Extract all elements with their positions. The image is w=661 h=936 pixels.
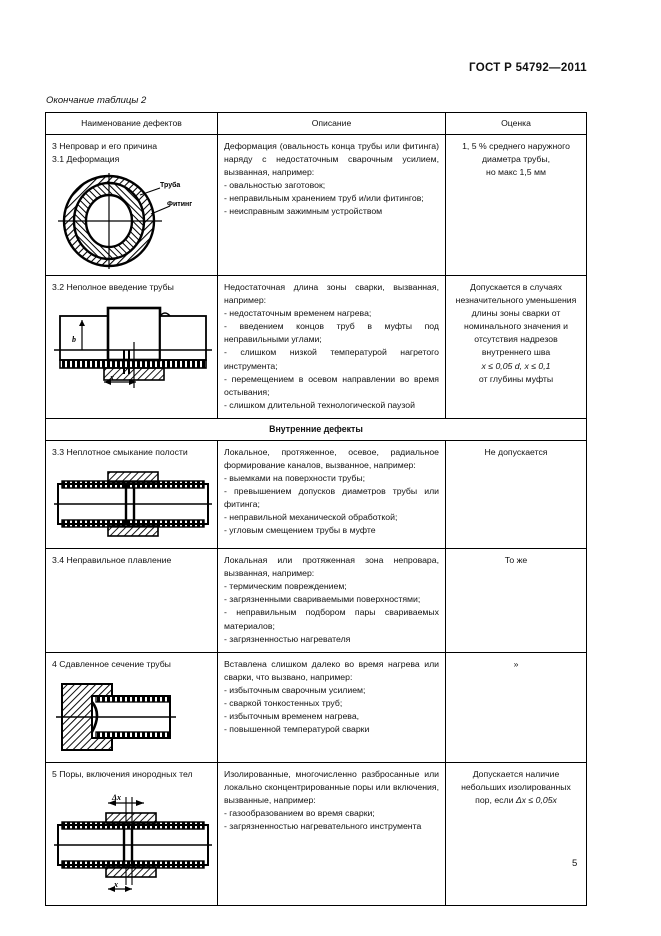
figure-pipe-fitting-cross-section: Труба Фитинг bbox=[52, 173, 212, 270]
column-header-name: Наименование дефектов bbox=[45, 112, 218, 135]
table-row: 3 Непровар и его причина 3.1 Деформация bbox=[45, 133, 587, 277]
table-row: 3.2 Неполное введение трубы bbox=[45, 275, 587, 419]
defect-description-cell: Деформация (овальность конца трубы или ф… bbox=[217, 133, 446, 277]
section-heading-label: Внутренние дефекты bbox=[45, 417, 587, 441]
figure-label-delta-x: Δx bbox=[111, 793, 121, 802]
defects-table: Наименование дефектов Описание Оценка 3 … bbox=[45, 112, 587, 906]
table-row: 3.3 Неплотное смыкание полости bbox=[45, 439, 587, 550]
figure-pores-foreign-inclusions: Δx bbox=[52, 789, 212, 899]
standard-number-header: ГОСТ Р 54792—2011 bbox=[469, 62, 587, 74]
column-header-evaluation: Оценка bbox=[445, 112, 587, 135]
defect-name-cell: 3.4 Неправильное плавление bbox=[45, 548, 218, 653]
defect-name-line-1: 3.4 Неправильное плавление bbox=[52, 555, 172, 566]
defect-evaluation-cell: То же bbox=[445, 548, 587, 653]
defect-description-cell: Локальное, протяженное, осевое, радиальн… bbox=[217, 439, 446, 550]
defect-name-cell: 3.2 Неполное введение трубы bbox=[45, 275, 218, 419]
section-heading-row: Внутренние дефекты bbox=[45, 417, 587, 441]
figure-label-fitting: Фитинг bbox=[167, 201, 192, 208]
defect-evaluation-cell: 1, 5 % среднего наружного диаметра трубы… bbox=[445, 133, 587, 277]
table-caption: Окончание таблицы 2 bbox=[46, 95, 147, 106]
evaluation-text: Допускается наличие небольших изолирован… bbox=[461, 769, 571, 806]
defect-evaluation-cell: » bbox=[445, 651, 587, 764]
figure-label-pipe: Труба bbox=[160, 181, 180, 189]
defect-evaluation-cell: Не допускается bbox=[445, 439, 587, 550]
defect-name-line-1: 5 Поры, включения инородных тел bbox=[52, 769, 193, 780]
page-number: 5 bbox=[572, 858, 578, 869]
evaluation-tail: от глубины муфты bbox=[478, 373, 554, 384]
figure-label-dim-x: x bbox=[113, 880, 118, 889]
defect-description-cell: Вставлена слишком далеко во время нагрев… bbox=[217, 651, 446, 764]
defect-evaluation-cell: Допускается в случаях незначительного ум… bbox=[445, 275, 587, 419]
defect-name-line-1: 3.3 Неплотное смыкание полости bbox=[52, 446, 188, 457]
defect-name-cell: 3 Непровар и его причина 3.1 Деформация bbox=[45, 133, 218, 277]
defect-name-line-2: 3.1 Деформация bbox=[52, 153, 120, 164]
defect-evaluation-cell: Допускается наличие небольших изолирован… bbox=[445, 762, 587, 906]
table-row: 3.4 Неправильное плавление Локальная или… bbox=[45, 548, 587, 653]
figure-label-dim-b: b bbox=[72, 335, 76, 344]
evaluation-formula: x ≤ 0,05 d, x ≤ 0,1 bbox=[481, 360, 551, 371]
defect-description-cell: Локальная или протяженная зона непровара… bbox=[217, 548, 446, 653]
table-header-row: Наименование дефектов Описание Оценка bbox=[45, 112, 587, 135]
figure-compressed-pipe-section bbox=[52, 678, 211, 756]
defect-name-cell: 3.3 Неплотное смыкание полости bbox=[45, 439, 218, 550]
column-header-description: Описание bbox=[217, 112, 446, 135]
defect-name-line-1: 4 Сдавленное сечение трубы bbox=[52, 658, 171, 669]
table-row: 4 Сдавленное сечение трубы bbox=[45, 651, 587, 764]
defect-name-line-1: 3.2 Неполное введение трубы bbox=[52, 282, 174, 293]
defect-name-line-1: 3 Непровар и его причина bbox=[52, 141, 158, 151]
evaluation-text: Допускается в случаях незначительного ум… bbox=[455, 282, 577, 358]
table-row: 5 Поры, включения инородных тел bbox=[45, 762, 587, 906]
figure-label-dim-x: x bbox=[109, 373, 114, 382]
defect-description-cell: Недостаточная длина зоны сварки, вызванн… bbox=[217, 275, 446, 419]
defect-description-cell: Изолированные, многочисленно разбросанны… bbox=[217, 762, 446, 906]
defect-name-cell: 4 Сдавленное сечение трубы bbox=[45, 651, 218, 764]
figure-incomplete-pipe-insertion: b x bbox=[52, 302, 212, 390]
defect-name-cell: 5 Поры, включения инородных тел bbox=[45, 762, 218, 906]
figure-loose-cavity-closure bbox=[52, 466, 212, 542]
evaluation-formula: Δx ≤ 0,05x bbox=[515, 795, 557, 806]
